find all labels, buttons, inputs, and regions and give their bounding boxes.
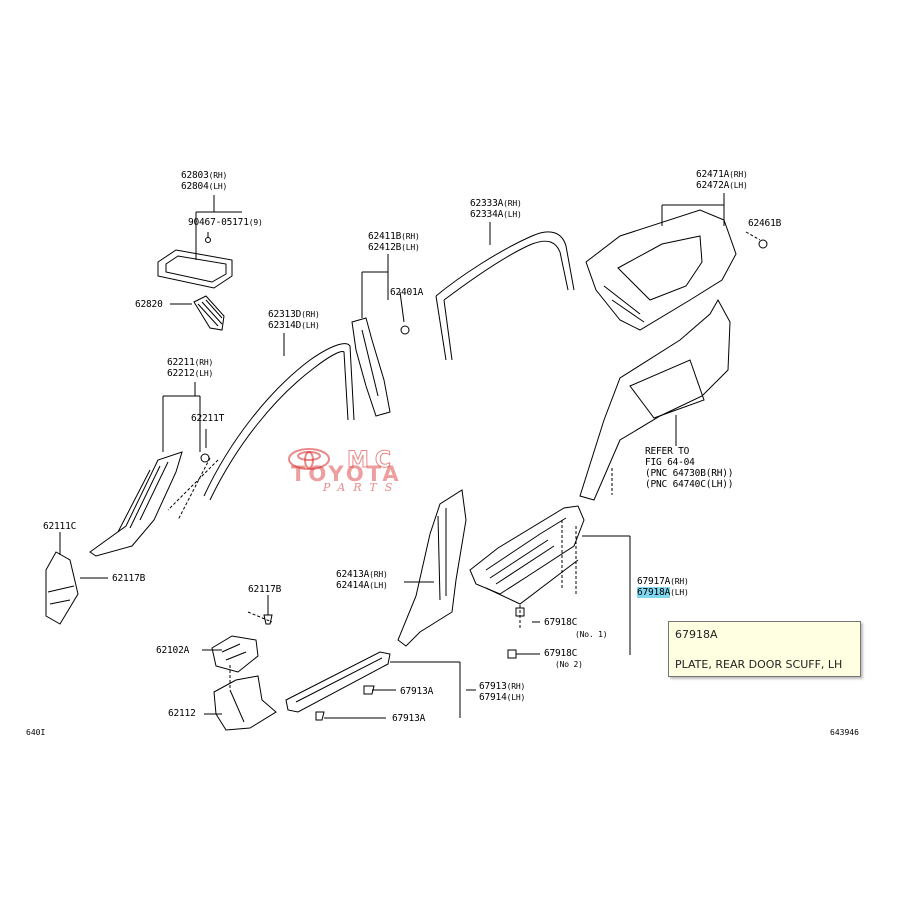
lh-suffix: (LH) (729, 181, 748, 190)
lh-suffix: (LH) (301, 321, 320, 330)
watermark-logo: MC TOYOTA PARTS (285, 448, 470, 498)
lh-suffix: (LH) (194, 369, 214, 378)
callout-62820[interactable]: 62820 (135, 299, 163, 310)
toyota-emblem-icon (288, 448, 330, 470)
callout-90467-05171[interactable]: 90467-05171(9) (188, 217, 263, 228)
callout-67917A[interactable]: 67917A(RH) (637, 576, 689, 587)
tooltip-part-code: 67918A (675, 628, 718, 641)
callout-62471A[interactable]: 62471A(RH) (696, 169, 748, 180)
lh-suffix: (LH) (670, 588, 689, 597)
refer-note-line4[interactable]: (PNC 64740C(LH)) (645, 479, 734, 490)
callout-62212[interactable]: 62212(LH) (167, 368, 214, 379)
callout-62211[interactable]: 62211(RH) (167, 357, 214, 368)
part-tooltip: 67918A PLATE, REAR DOOR SCUFF, LH (668, 621, 861, 677)
callout-67918C-no1[interactable]: 67918C (544, 617, 578, 628)
corner-code-right: 643946 (830, 728, 859, 737)
lh-suffix: (LH) (503, 210, 522, 219)
callout-67913A-upper[interactable]: 67913A (400, 686, 434, 697)
callout-62313D[interactable]: 62313D(RH) (268, 309, 320, 320)
rh-suffix: (RH) (369, 570, 388, 579)
callout-62412B[interactable]: 62412B(LH) (368, 242, 420, 253)
rh-suffix: (RH) (670, 577, 689, 586)
rh-suffix: (RH) (729, 170, 748, 179)
refer-note-line1: REFER TO (645, 446, 690, 457)
callout-67918C-no1-note: (No. 1) (575, 630, 608, 639)
rh-suffix: (RH) (503, 199, 522, 208)
callout-62472A[interactable]: 62472A(LH) (696, 180, 748, 191)
rh-suffix: (RH) (401, 232, 420, 241)
lh-suffix: (LH) (369, 581, 388, 590)
rh-suffix: (RH) (506, 682, 526, 691)
callout-62803[interactable]: 62803(RH) (181, 170, 228, 181)
callout-62411B[interactable]: 62411B(RH) (368, 231, 420, 242)
callout-62401A[interactable]: 62401A (390, 287, 424, 298)
callout-67918A[interactable]: 67918A(LH) (637, 587, 689, 598)
lh-suffix: (LH) (401, 243, 420, 252)
refer-note-line2[interactable]: FIG 64-04 (645, 457, 695, 468)
lh-suffix: (LH) (506, 693, 526, 702)
watermark-toyota: TOYOTA (291, 462, 402, 486)
callout-62333A[interactable]: 62333A(RH) (470, 198, 522, 209)
rh-suffix: (RH) (208, 171, 228, 180)
callout-62211T[interactable]: 62211T (191, 413, 225, 424)
refer-note-line3[interactable]: (PNC 64730B(RH)) (645, 468, 734, 479)
tooltip-part-description: PLATE, REAR DOOR SCUFF, LH (675, 658, 843, 671)
quantity-note: (9) (248, 218, 263, 227)
callout-67918C-no2[interactable]: 67918C (544, 648, 578, 659)
callout-62111C[interactable]: 62111C (43, 521, 77, 532)
callout-62413A[interactable]: 62413A(RH) (336, 569, 388, 580)
callout-62804[interactable]: 62804(LH) (181, 181, 228, 192)
callout-67918C-no2-note: (No 2) (555, 660, 583, 669)
highlighted-part-number[interactable]: 67918A (637, 587, 671, 598)
corner-code-left: 640I (26, 728, 46, 737)
callout-62314D[interactable]: 62314D(LH) (268, 320, 320, 331)
callout-62334A[interactable]: 62334A(LH) (470, 209, 522, 220)
callout-62461B[interactable]: 62461B (748, 218, 782, 229)
callout-62117B[interactable]: 62117B (112, 573, 146, 584)
lh-suffix: (LH) (208, 182, 228, 191)
callout-62414A[interactable]: 62414A(LH) (336, 580, 388, 591)
callout-62102A[interactable]: 62102A (156, 645, 190, 656)
callout-67913A-lower[interactable]: 67913A (392, 713, 426, 724)
rh-suffix: (RH) (194, 358, 214, 367)
callout-62117B-clip[interactable]: 62117B (248, 584, 282, 595)
callout-62112[interactable]: 62112 (168, 708, 196, 719)
callout-67914[interactable]: 67914(LH) (479, 692, 526, 703)
rh-suffix: (RH) (301, 310, 320, 319)
callout-67913[interactable]: 67913(RH) (479, 681, 526, 692)
watermark-parts: PARTS (323, 481, 401, 494)
watermark-mc: MC (346, 448, 398, 474)
